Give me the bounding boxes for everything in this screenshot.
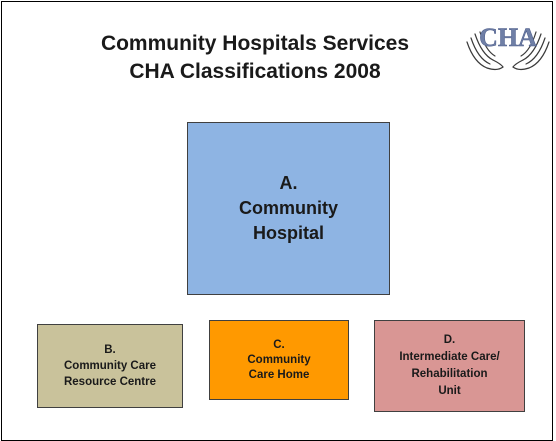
box-d-line-2: Rehabilitation <box>411 368 488 380</box>
box-b-line-1: Community Care <box>63 360 157 372</box>
box-d-intermediate-care-rehabilitation-unit: D. Intermediate Care/ Rehabilitation Uni… <box>374 320 525 412</box>
box-a-community-hospital: A. Community Hospital <box>187 122 390 295</box>
box-b-community-care-resource-centre: B. Community Care Resource Centre <box>37 324 183 408</box>
title-line-1: Community Hospitals Services <box>100 32 410 55</box>
title-line-2: CHA Classifications 2008 <box>129 60 381 83</box>
cha-logo: CHA <box>466 23 550 70</box>
box-c-letter: C. <box>273 338 285 351</box>
box-b-letter: B. <box>104 344 116 356</box>
box-a-line-2: Hospital <box>252 223 324 243</box>
box-c-community-care-home: C. Community Care Home <box>209 320 349 400</box>
box-a-line-1: Community <box>239 198 338 218</box>
box-b-line-2: Resource Centre <box>63 376 157 388</box>
left-hand-icon <box>466 31 504 70</box>
box-d-letter: D. <box>443 334 456 346</box>
right-hand-icon <box>512 31 550 70</box>
box-d-line-1: Intermediate Care/ <box>399 351 500 363</box>
slide-title: Community Hospitals Services CHA Classif… <box>40 30 470 86</box>
box-c-line-2: Care Home <box>248 368 310 381</box>
box-a-letter: A. <box>279 173 298 193</box>
logo-text: CHA <box>479 23 537 52</box>
box-c-line-1: Community <box>247 353 311 366</box>
box-d-line-3: Unit <box>438 385 461 397</box>
